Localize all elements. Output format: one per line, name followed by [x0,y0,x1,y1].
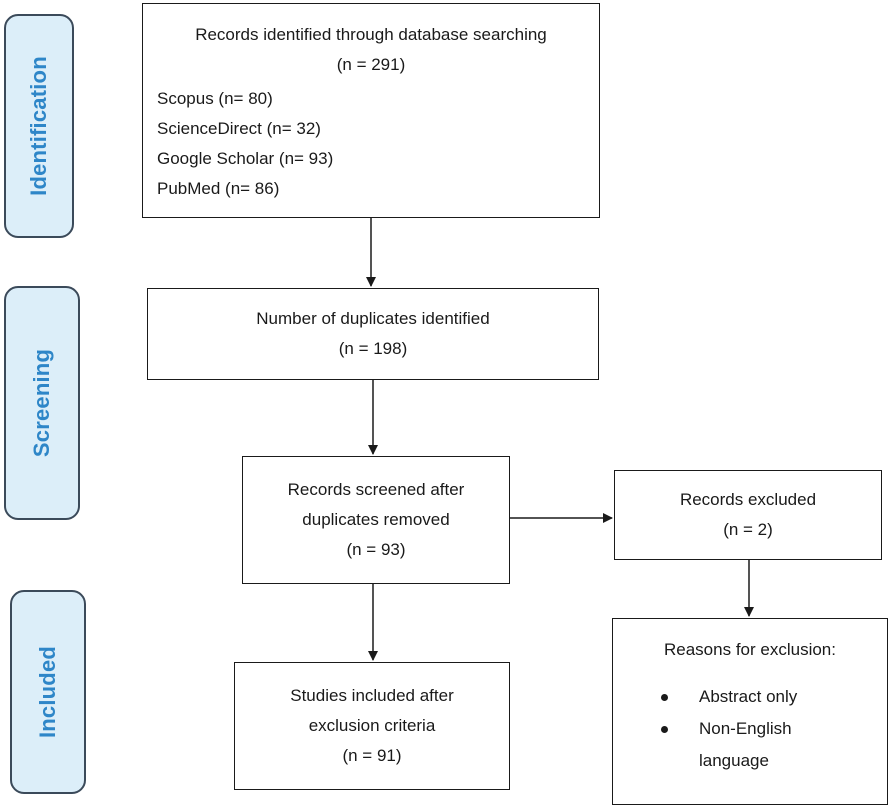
excluded-count: (n = 2) [723,520,773,539]
stage-included: Included [10,590,86,794]
bullet-icon [661,694,668,701]
screened-line-2: duplicates removed [302,510,450,529]
identification-title: Records identified through database sear… [195,25,547,44]
excluded-title: Records excluded [679,490,817,509]
duplicates-count: (n = 198) [338,339,408,358]
identification-box: Records identified through database sear… [142,3,600,218]
stage-identification: Identification [4,14,74,238]
reason-item: Non-English language [661,713,797,777]
excluded-box: Records excluded (n = 2) [614,470,882,560]
reasons-heading: Reasons for exclusion: [664,640,836,659]
reasons-box: Reasons for exclusion: Abstract only Non… [612,618,888,805]
reasons-list: Abstract only Non-English language [661,681,797,777]
duplicates-box: Number of duplicates identified (n = 198… [147,288,599,380]
screened-line-1: Records screened after [287,480,465,499]
source-sciencedirect: ScienceDirect (n= 32) [157,119,321,138]
reason-2-line-2: language [699,751,769,770]
duplicates-title: Number of duplicates identified [256,309,490,328]
reason-item: Abstract only [661,681,797,713]
source-pubmed: PubMed (n= 86) [157,179,280,198]
bullet-icon [661,726,668,733]
included-line-1: Studies included after [290,686,454,705]
stage-screening: Screening [4,286,80,520]
identification-count: (n = 291) [336,55,406,74]
database-source-list: Scopus (n= 80) ScienceDirect (n= 32) Goo… [157,84,333,204]
reason-1-line-1: Abstract only [699,687,798,706]
included-count: (n = 91) [342,746,402,765]
included-line-2: exclusion criteria [308,716,436,735]
reason-2-line-1: Non-English [699,719,792,738]
included-box: Studies included after exclusion criteri… [234,662,510,790]
source-scopus: Scopus (n= 80) [157,89,273,108]
screened-box: Records screened after duplicates remove… [242,456,510,584]
source-google-scholar: Google Scholar (n= 93) [157,149,334,168]
screened-count: (n = 93) [346,540,406,559]
